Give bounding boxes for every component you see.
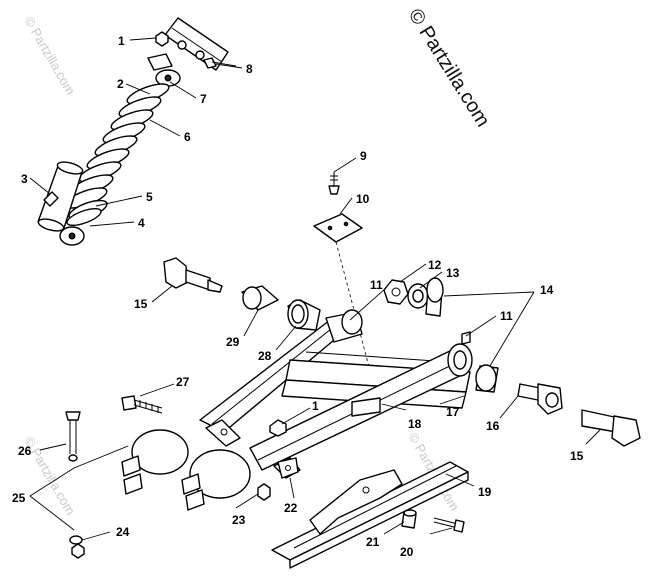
callout-12: 12 (428, 258, 442, 272)
callout-1-arm: 1 (312, 399, 319, 413)
callout-15-left: 15 (134, 297, 148, 311)
shock-mounting-bracket (164, 17, 229, 71)
callout-labels: 1 8 2 7 6 3 5 4 9 10 11 12 13 14 11 15 2… (12, 34, 584, 559)
bushing-right (475, 364, 499, 393)
bracket-bolt (203, 57, 237, 69)
callout-20: 20 (400, 545, 414, 559)
callout-16: 16 (486, 419, 500, 433)
watermark-top-left: © Partzilla.com (21, 14, 78, 97)
spacer-21 (401, 509, 417, 529)
washer-24 (69, 535, 85, 559)
callout-22: 22 (284, 501, 298, 515)
bolt-27 (121, 395, 163, 414)
shock-lower-collar (66, 199, 108, 227)
callout-13: 13 (446, 266, 460, 280)
callout-24: 24 (116, 525, 130, 539)
washer (407, 283, 429, 309)
locknut (383, 279, 409, 305)
bolt-26 (65, 411, 81, 462)
shock-lower-eye (59, 226, 85, 246)
bushing-29 (241, 285, 279, 311)
bushing-28 (287, 299, 321, 331)
mounting-plate (313, 213, 363, 243)
callout-4: 4 (138, 216, 145, 230)
pivot-shaft-right (517, 383, 563, 415)
callout-14: 14 (540, 283, 554, 297)
bracket-22 (277, 457, 299, 479)
callout-10: 10 (356, 192, 370, 206)
callout-27: 27 (176, 375, 190, 389)
callout-2: 2 (117, 77, 124, 91)
callout-8: 8 (246, 62, 253, 76)
callout-23: 23 (232, 513, 246, 527)
brand-watermark: © Partzilla.com (404, 5, 494, 131)
leader-lines (29, 37, 601, 541)
callout-7: 7 (200, 92, 207, 106)
callout-1: 1 (118, 34, 125, 48)
callout-17: 17 (446, 405, 460, 419)
callout-18: 18 (408, 417, 422, 431)
chain-guard (271, 461, 469, 569)
callout-29: 29 (226, 335, 240, 349)
callout-19: 19 (478, 485, 492, 499)
callout-5: 5 (146, 190, 153, 204)
bracket-nut (155, 31, 169, 47)
shock-spring (64, 83, 170, 209)
callout-3: 3 (21, 172, 28, 186)
callout-15-right: 15 (570, 449, 584, 463)
pivot-bolt-right (581, 409, 641, 447)
swing-arm (121, 309, 473, 511)
callout-28: 28 (258, 349, 272, 363)
shock-upper-mount (147, 53, 181, 87)
bushing-upper-right (425, 277, 444, 317)
grease-fitting (328, 172, 340, 195)
pivot-bolt-left (163, 257, 223, 293)
callout-9: 9 (360, 149, 367, 163)
callout-6: 6 (184, 130, 191, 144)
callout-11-right: 11 (500, 309, 513, 323)
callout-25: 25 (12, 491, 26, 505)
callout-26: 26 (18, 444, 32, 458)
bolt-20 (433, 517, 465, 533)
shock-body (37, 161, 84, 232)
nut-23 (257, 483, 271, 501)
callout-11-left: 11 (370, 278, 383, 292)
callout-21: 21 (366, 535, 380, 549)
